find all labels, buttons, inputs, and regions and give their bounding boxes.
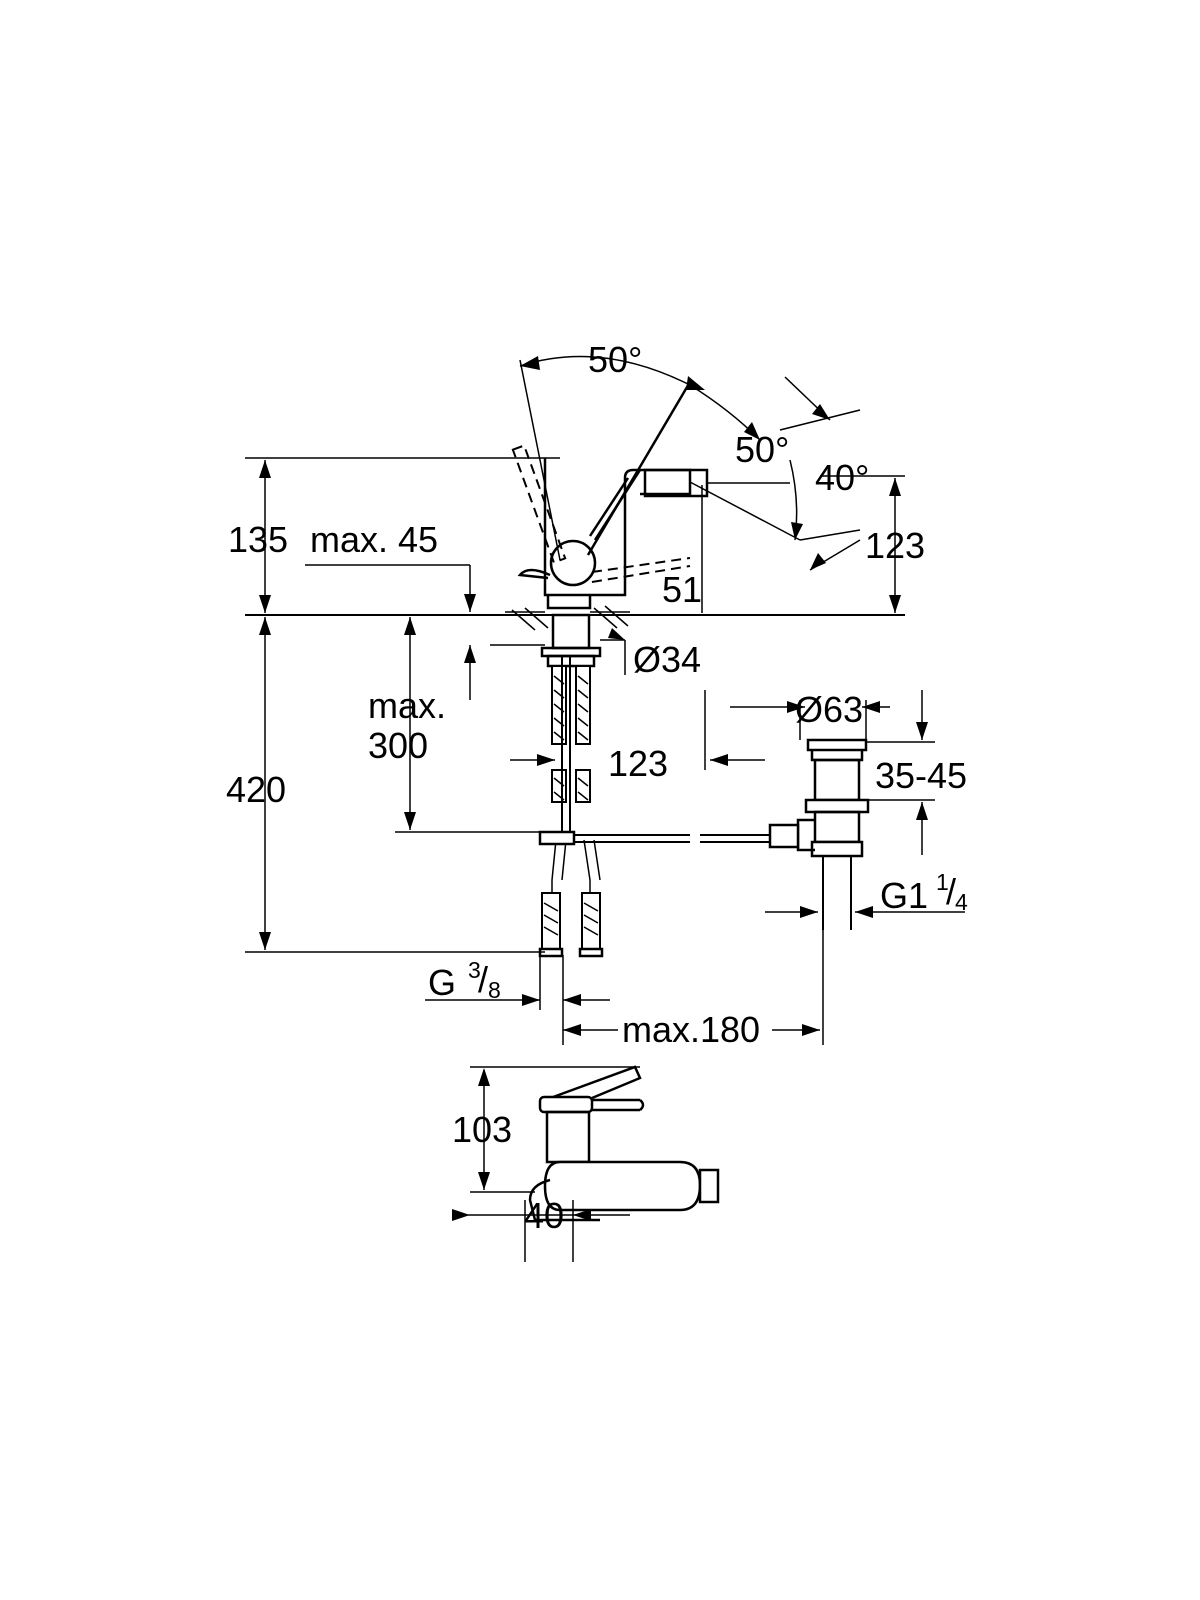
label-diameter-63: Ø63 — [795, 689, 863, 730]
label-height-135: 135 — [228, 519, 288, 560]
supply-hoses — [538, 656, 604, 958]
label-angle-lever-right: 50° — [735, 429, 789, 470]
faucet-side-elevation — [245, 355, 965, 1045]
label-spout-51: 51 — [662, 569, 702, 610]
label-thread-g-base: G — [428, 962, 456, 1003]
worktop-section-hatch — [505, 605, 630, 631]
label-thread-g-num: 3 — [468, 957, 481, 983]
hose-end-right — [581, 892, 601, 950]
waste-body-upper — [813, 758, 861, 802]
waste-side-nut — [768, 823, 800, 849]
extension-40-bottom — [799, 529, 861, 541]
extension-40-top — [779, 409, 861, 431]
arc-lever-top — [519, 355, 761, 441]
lever-alt-position-right — [591, 557, 691, 573]
label-thread-g1-num: 1 — [936, 869, 949, 895]
lever-alt-position-right-2 — [591, 565, 691, 583]
label-max-300-line1: max. — [368, 685, 446, 726]
spout-arm-inner — [588, 477, 630, 537]
hose-end-left — [541, 892, 561, 950]
label-thread-g1-den: 4 — [955, 889, 968, 915]
label-range-35-45: 35-45 — [875, 755, 967, 796]
base-collar — [546, 595, 592, 610]
pop-up-linkage — [538, 830, 770, 846]
waste-tail-nut — [810, 840, 864, 858]
dimension-labels: 50° 50° 40° 135 max. 45 123 51 Ø34 Ø63 m… — [226, 339, 968, 1236]
waste-nut — [804, 798, 870, 814]
lever-foot — [517, 568, 551, 580]
label-height-123-right: 123 — [865, 525, 925, 566]
label-height-420: 420 — [226, 769, 286, 810]
label-diameter-34: Ø34 — [633, 639, 701, 680]
label-height-103: 103 — [452, 1109, 512, 1150]
plan-base — [528, 1178, 600, 1222]
plan-spout-body — [543, 1160, 702, 1212]
plan-lever-cap — [538, 1095, 594, 1114]
label-thread-g1-base: G1 — [880, 875, 928, 916]
extension-lever-left — [519, 359, 561, 561]
label-max-300-line2: 300 — [368, 725, 428, 766]
label-thread-g-den: 8 — [488, 977, 501, 1003]
linkage-clamp — [538, 830, 576, 846]
waste-flange — [810, 750, 864, 762]
pop-up-waste — [768, 738, 870, 930]
plan-lever-end — [639, 1099, 645, 1111]
dimension-arrowheads — [259, 356, 928, 1221]
thread-g-slash: / — [478, 959, 488, 1000]
spout — [643, 468, 709, 498]
faucet-plan-view — [468, 1065, 720, 1262]
thread-g1-slash: / — [946, 871, 956, 912]
lever-alt-position-left — [511, 444, 567, 564]
label-max-45: max. 45 — [310, 519, 438, 560]
plan-spout-outlet — [698, 1168, 720, 1204]
lever-dial — [549, 539, 597, 587]
label-max-180: max.180 — [622, 1009, 760, 1050]
plan-body-neck — [545, 1110, 591, 1164]
waste-body-lower — [813, 810, 861, 844]
hose-nut-right — [578, 947, 604, 958]
label-offset-123: 123 — [608, 743, 668, 784]
lever-upright — [586, 381, 692, 556]
waste-plug — [806, 738, 868, 752]
plan-lever — [544, 1065, 642, 1102]
label-angle-spout: 40° — [815, 457, 869, 498]
shank — [551, 613, 591, 650]
faucet-body — [543, 458, 692, 597]
extension-lever-right — [689, 481, 801, 541]
label-width-40: 40 — [524, 1195, 564, 1236]
label-angle-lever-top: 50° — [588, 339, 642, 380]
